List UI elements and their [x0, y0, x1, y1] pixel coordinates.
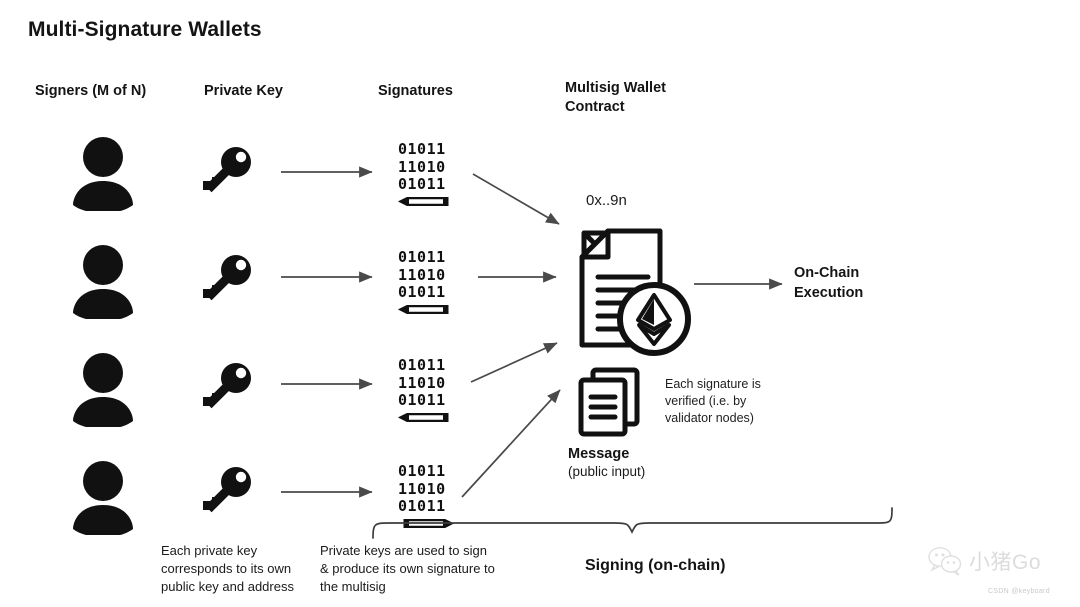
arrow-signature-3-to-contract	[470, 342, 558, 383]
watermark-credit: CSDN @keyboard	[988, 588, 1050, 595]
pencil-icon	[398, 304, 476, 315]
verification-note: Each signature is verified (i.e. by vali…	[665, 377, 761, 425]
column-header-multisig-contract: Multisig Wallet Contract	[565, 79, 725, 117]
signature-bits-line1: 01011	[398, 140, 446, 158]
signing-label: Signing (on-chain)	[585, 557, 726, 574]
footnote-signing: Private keys are used to sign & produce …	[320, 543, 495, 594]
key-icon	[200, 143, 256, 199]
signature-block: 01011 11010 01011	[398, 140, 476, 207]
signature-bits-line2: 11010	[398, 373, 446, 392]
signature-bits-line1: 01011	[398, 356, 446, 374]
signature-block: 01011 11010 01011	[398, 356, 476, 423]
key-icon	[200, 251, 256, 307]
on-chain-execution-label: On-Chain Execution	[794, 263, 944, 303]
stacked-documents-icon	[575, 366, 647, 438]
pencil-icon	[398, 412, 476, 423]
column-header-signers: Signers (M of N)	[35, 83, 147, 99]
column-header-private-key: Private Key	[204, 83, 283, 99]
contract-address-label: 0x..9n	[586, 192, 627, 209]
column-header-signatures: Signatures	[378, 83, 453, 99]
signature-bits-line2: 11010	[398, 157, 446, 176]
message-sublabel: (public input)	[568, 464, 646, 479]
signature-bits-line2: 11010	[398, 265, 446, 284]
document-ethereum-icon	[562, 225, 698, 361]
signature-bits-line3: 01011	[398, 283, 446, 301]
execution-line1: On-Chain	[794, 265, 860, 281]
watermark: 小猪Go	[928, 538, 1073, 584]
signing-brace	[372, 507, 893, 539]
signature-block: 01011 11010 01011	[398, 462, 476, 529]
key-icon	[200, 463, 256, 519]
wechat-icon	[928, 547, 962, 576]
arrow-signature-4-to-message	[461, 389, 561, 498]
signature-bits-line3: 01011	[398, 391, 446, 409]
signature-block: 01011 11010 01011	[398, 248, 476, 315]
key-icon	[200, 359, 256, 415]
contract-header-line1: Multisig Wallet	[565, 80, 666, 96]
pencil-icon	[398, 196, 476, 207]
signature-bits-line1: 01011	[398, 248, 446, 266]
execution-line2: Execution	[794, 285, 864, 301]
message-label: Message	[568, 446, 630, 462]
signature-bits-line2: 11010	[398, 479, 446, 498]
person-icon	[72, 135, 134, 211]
signature-bits-line3: 01011	[398, 497, 446, 515]
arrow-signature-1-to-contract	[472, 173, 560, 225]
footnote-private-key: Each private key corresponds to its own …	[161, 543, 294, 594]
contract-header-line2: Contract	[565, 99, 625, 115]
signature-bits-line3: 01011	[398, 175, 446, 193]
signature-bits-line1: 01011	[398, 462, 446, 480]
person-icon	[72, 351, 134, 427]
person-icon	[72, 243, 134, 319]
page-title: Multi-Signature Wallets	[28, 18, 262, 41]
person-icon	[72, 459, 134, 535]
watermark-text: 小猪Go	[969, 551, 1042, 574]
